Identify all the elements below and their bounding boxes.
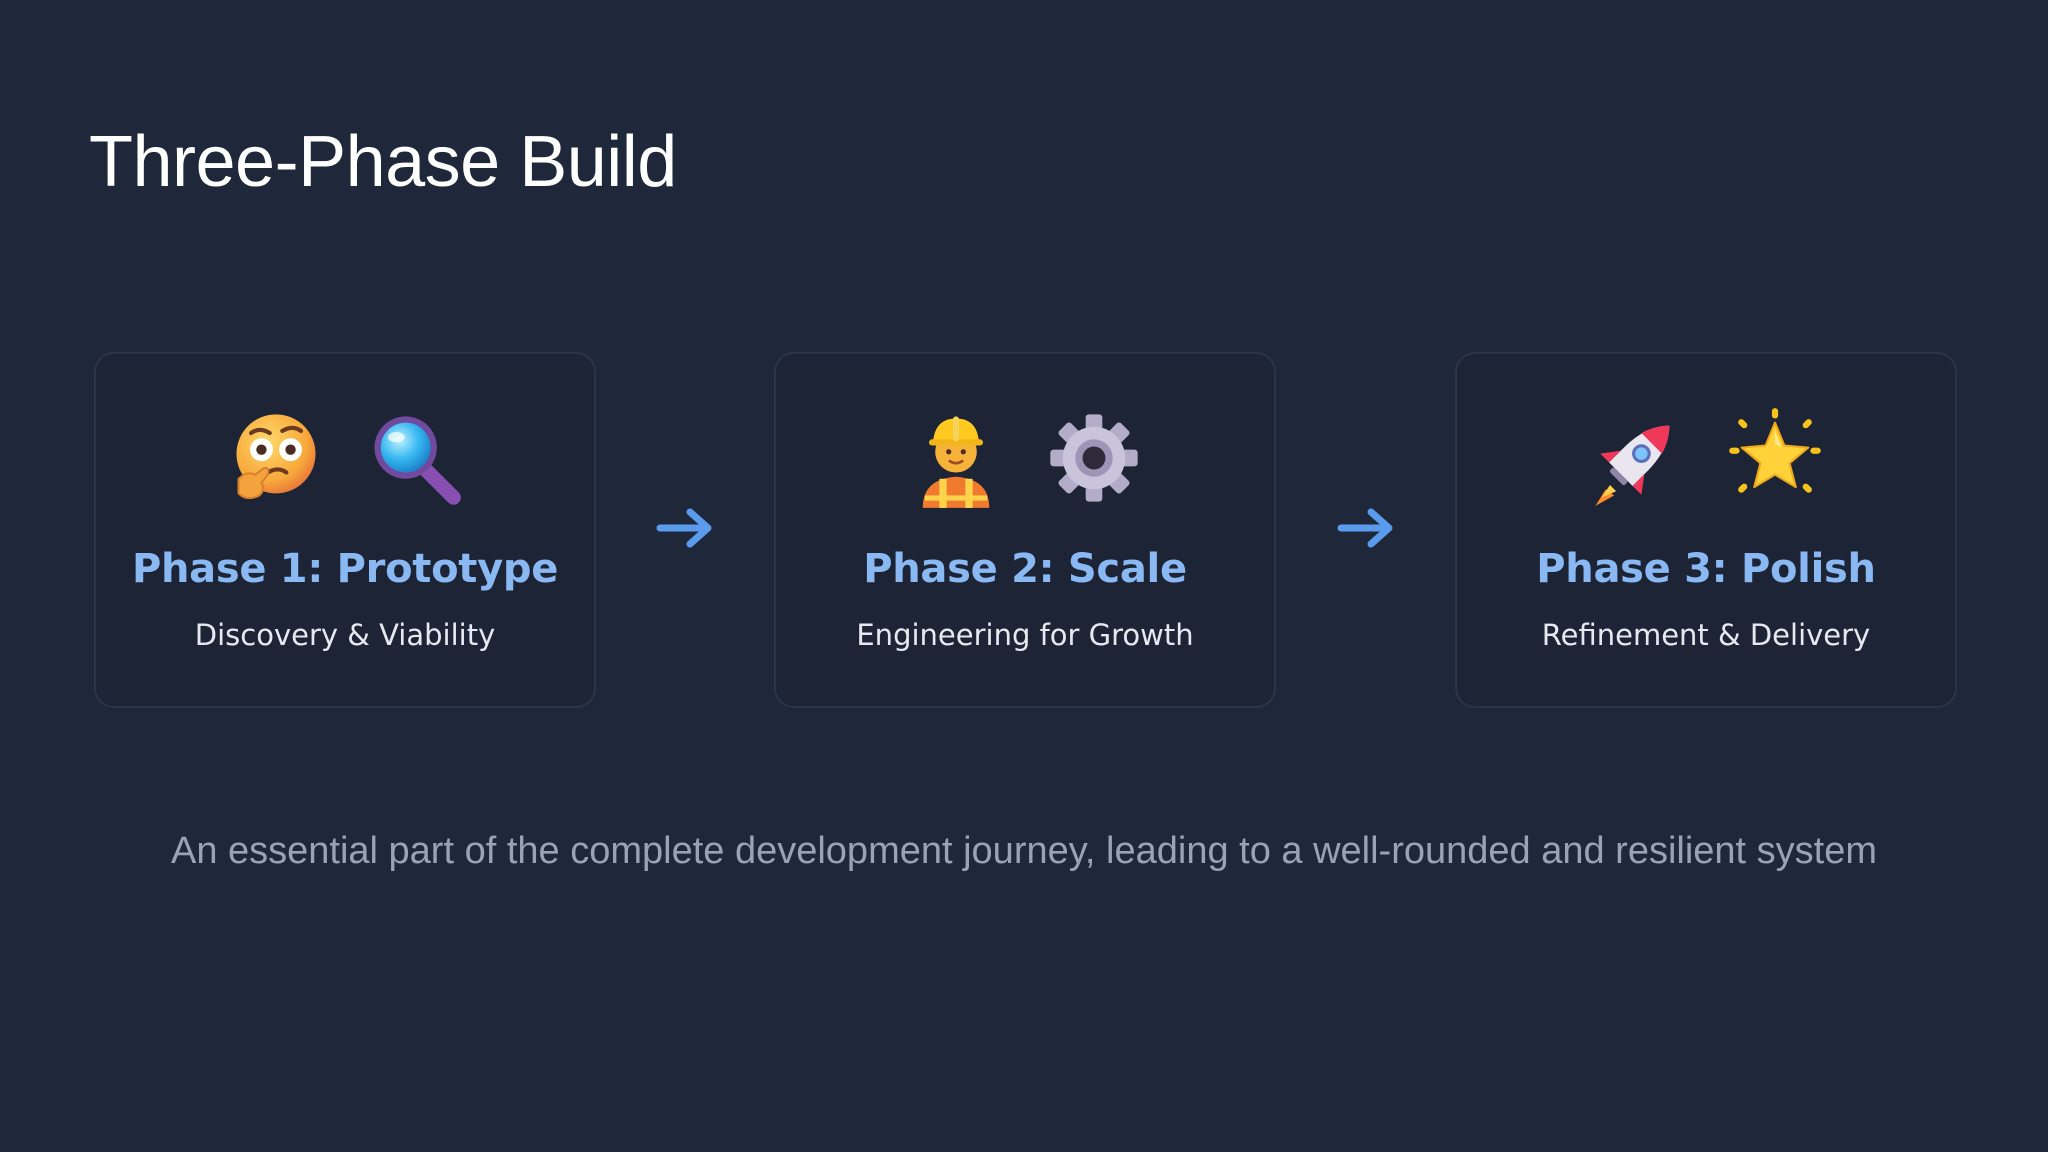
magnifying-glass-icon [374, 416, 461, 505]
right-arrow-icon [656, 508, 712, 548]
phase-icons [776, 406, 1274, 516]
phase-title: Phase 1: Prototype [131, 546, 559, 592]
construction-worker-icon [922, 416, 990, 508]
rocket-icon [1595, 425, 1670, 506]
slide-footer-text: An essential part of the complete develo… [170, 830, 1878, 872]
phase-icons [1457, 406, 1955, 516]
right-arrow-icon [1337, 508, 1393, 548]
phase-subtitle: Discovery & Viability [194, 618, 496, 652]
phase-card-prototype: Phase 1: Prototype Discovery & Viability [94, 352, 596, 708]
phase-title: Phase 2: Scale [863, 546, 1187, 592]
phase-flow: Phase 1: Prototype Discovery & Viability [94, 352, 1960, 710]
phase-icons [96, 406, 594, 516]
thinking-face-icon [236, 414, 316, 500]
gear-icon [1050, 414, 1138, 502]
slide-title: Three-Phase Build [89, 122, 677, 202]
phase-subtitle: Engineering for Growth [856, 618, 1194, 652]
phase-card-polish: Phase 3: Polish Refinement & Delivery [1455, 352, 1957, 708]
phase-subtitle: Refinement & Delivery [1541, 618, 1871, 652]
phase-title: Phase 3: Polish [1536, 546, 1876, 592]
phase-card-scale: Phase 2: Scale Engineering for Growth [774, 352, 1276, 708]
glowing-star-icon [1729, 408, 1821, 493]
